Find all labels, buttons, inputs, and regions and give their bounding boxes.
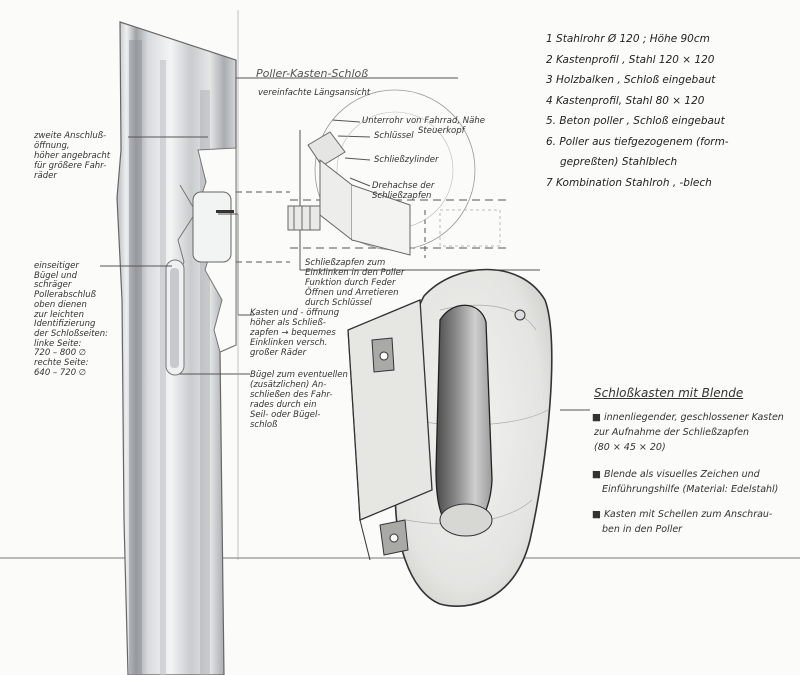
bullet-item: ■ Blende als visuelles Zeichen und [592,469,760,480]
parts-list-item: 4 Kastenprofil, Stahl 80 × 120 [546,94,705,107]
drawing-subtitle: vereinfachte Längsansicht [258,88,371,98]
bullet-item: ■ innenliegender, geschlossener Kasten [592,412,784,423]
parts-list-item: 6. Poller aus tiefgezogenem (form- [546,135,729,148]
label-key: Schlüssel [374,131,414,141]
label-cylinder: Schließzylinder [374,155,439,165]
note-bolts: Schließzapfen zum Einklinken in den Poll… [305,258,405,308]
parts-list-item: 1 Stahlrohr Ø 120 ; Höhe 90cm [546,33,710,45]
parts-list: 1 Stahlrohr Ø 120 ; Höhe 90cm 2 Kastenpr… [546,29,729,193]
bullet-item: ■ Kasten mit Schellen zum Anschrau- [592,509,773,520]
parts-list-item: 7 Kombination Stahlroh , -blech [546,176,712,189]
label-tube: Unterrohr von Fahrrad, Nähe Steuerkopf [362,116,485,136]
lock-box-heading: Schloßkasten mit Blende [594,386,744,400]
label-axis: Drehachse der Schließzapfen [372,181,435,201]
note-second-opening: zweite Anschluß- öffnung, höher angebrac… [34,131,111,181]
lock-box-sketch [347,268,590,608]
lock-cylinder-sketch [287,89,501,256]
drawing-title: Poller-Kasten-Schloß [256,67,369,80]
bollard-post [116,21,237,675]
parts-list-item: 3 Holzbalken , Schloß eingebaut [546,74,716,86]
note-box-opening: Kasten und - öffnung höher als Schließ- … [250,308,340,358]
callout-lines [100,10,540,560]
parts-list-item: 2 Kastenprofil , Stahl 120 × 120 [546,53,715,66]
parts-list-item: 5. Beton poller , Schloß eingebaut [546,115,725,127]
lock-box-bullets: ■ innenliegender, geschlossener Kasten z… [592,412,784,535]
note-hoop: Bügel zum eventuellen (zusätzlichen) An-… [250,370,348,430]
note-bracket-identification: einseitiger Bügel und schräger Pollerabs… [34,261,109,378]
parts-list-item: gepreßten) Stahlblech [560,156,678,168]
